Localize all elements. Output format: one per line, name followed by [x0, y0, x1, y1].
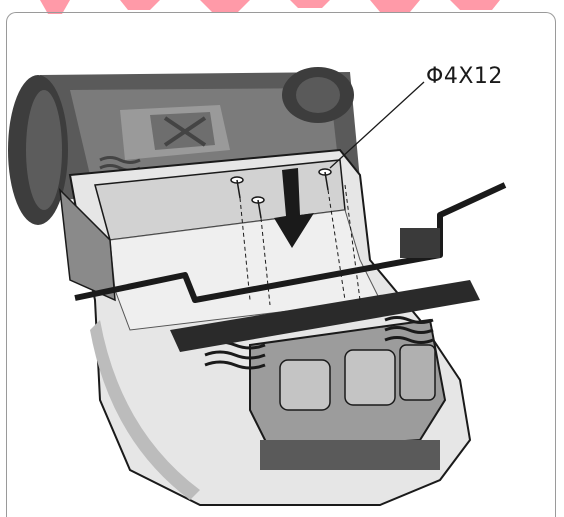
front-grille: [249, 318, 447, 470]
rear-left-wheel: [8, 75, 68, 225]
watermark-stripe: [40, 0, 500, 14]
rear-right-wheel: [282, 67, 354, 123]
callout-leader-line: [329, 81, 425, 169]
screw-spec-label: Φ4X12: [426, 64, 503, 89]
screw-guide-lines: [239, 184, 361, 306]
front-springs: [204, 316, 434, 370]
down-arrow-icon: [274, 168, 314, 248]
screw-icon: [230, 168, 332, 219]
axle-bar: [74, 182, 507, 352]
diagram-frame: [6, 12, 556, 517]
